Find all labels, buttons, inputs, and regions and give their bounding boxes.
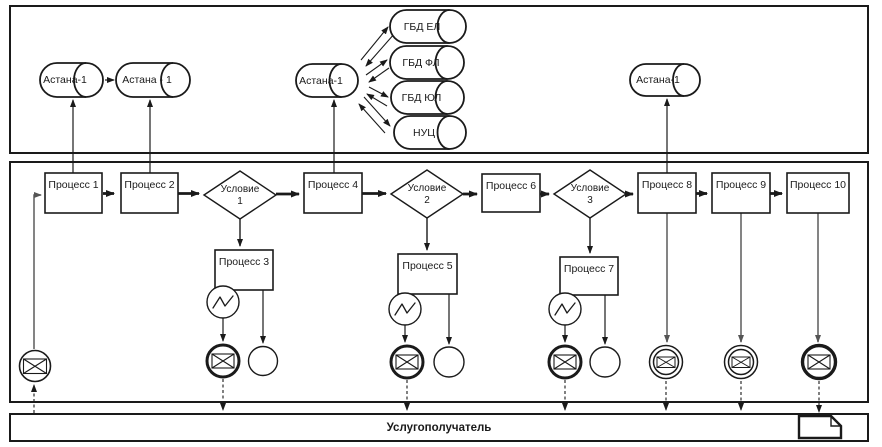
process-1-box bbox=[44, 172, 103, 214]
datastore-astana1-second-icon bbox=[115, 62, 191, 98]
link-astana-gbdyul-out bbox=[368, 86, 389, 98]
link-astana-gbdfl-out bbox=[365, 59, 388, 76]
end-event-7-circle bbox=[589, 346, 621, 378]
envelope-message-icon bbox=[211, 353, 831, 370]
process-3-box bbox=[214, 249, 274, 291]
zigzag-error-icon bbox=[394, 302, 416, 316]
datastore-astana1-middle-icon bbox=[295, 63, 359, 98]
link-gbdyul-astana-back bbox=[366, 93, 388, 107]
datastore-gbd-yul-icon bbox=[390, 80, 465, 115]
plain-end-events bbox=[247, 345, 621, 378]
boundary-error-events bbox=[206, 285, 582, 326]
datastore-gbd-el-icon bbox=[389, 9, 467, 44]
process-4-box bbox=[303, 172, 363, 214]
process-10-box bbox=[786, 172, 850, 214]
process-9-box bbox=[711, 172, 771, 214]
end-event-5-circle bbox=[433, 346, 465, 378]
process-7-box bbox=[559, 256, 619, 296]
process-8-box bbox=[637, 172, 697, 214]
document-icon bbox=[797, 414, 843, 440]
process-5-box bbox=[397, 253, 458, 295]
link-astana-gbdel-out bbox=[360, 26, 389, 61]
flow-start-p1 bbox=[33, 192, 42, 349]
message-end-events bbox=[205, 343, 838, 381]
condition-diamonds bbox=[202, 169, 628, 220]
process-6-box bbox=[481, 173, 541, 213]
connectors bbox=[31, 26, 822, 413]
datastore-gbd-fl-icon bbox=[389, 45, 465, 80]
datastore-astana1-left-icon bbox=[39, 62, 104, 98]
intermediate-8-inner bbox=[652, 348, 680, 376]
datastore-astana1-right-icon bbox=[629, 63, 701, 97]
process-2-box bbox=[120, 172, 179, 214]
intermediate-message-events bbox=[648, 344, 759, 380]
condition-2-diamond bbox=[389, 169, 465, 219]
zigzag-error-icon bbox=[554, 302, 576, 316]
condition-3-diamond bbox=[552, 169, 628, 219]
condition-1-diamond bbox=[202, 170, 278, 220]
process-boxes bbox=[44, 172, 850, 296]
datastores bbox=[39, 9, 701, 150]
link-gbdfl-astana-back bbox=[368, 67, 390, 83]
envelope-message-icon bbox=[22, 358, 48, 375]
zigzag-error-icon bbox=[212, 295, 234, 309]
link-astana-nuc-out bbox=[363, 96, 391, 127]
link-nuc-astana-back bbox=[358, 103, 386, 134]
datastore-nuc-icon bbox=[393, 115, 467, 150]
start-message-event bbox=[18, 349, 52, 383]
end-event-3-circle bbox=[247, 345, 279, 377]
envelope-message-icon bbox=[656, 356, 751, 368]
link-gbdel-astana-back bbox=[365, 32, 396, 67]
recipient-lane-border bbox=[9, 413, 869, 442]
intermediate-9-inner bbox=[727, 348, 755, 376]
